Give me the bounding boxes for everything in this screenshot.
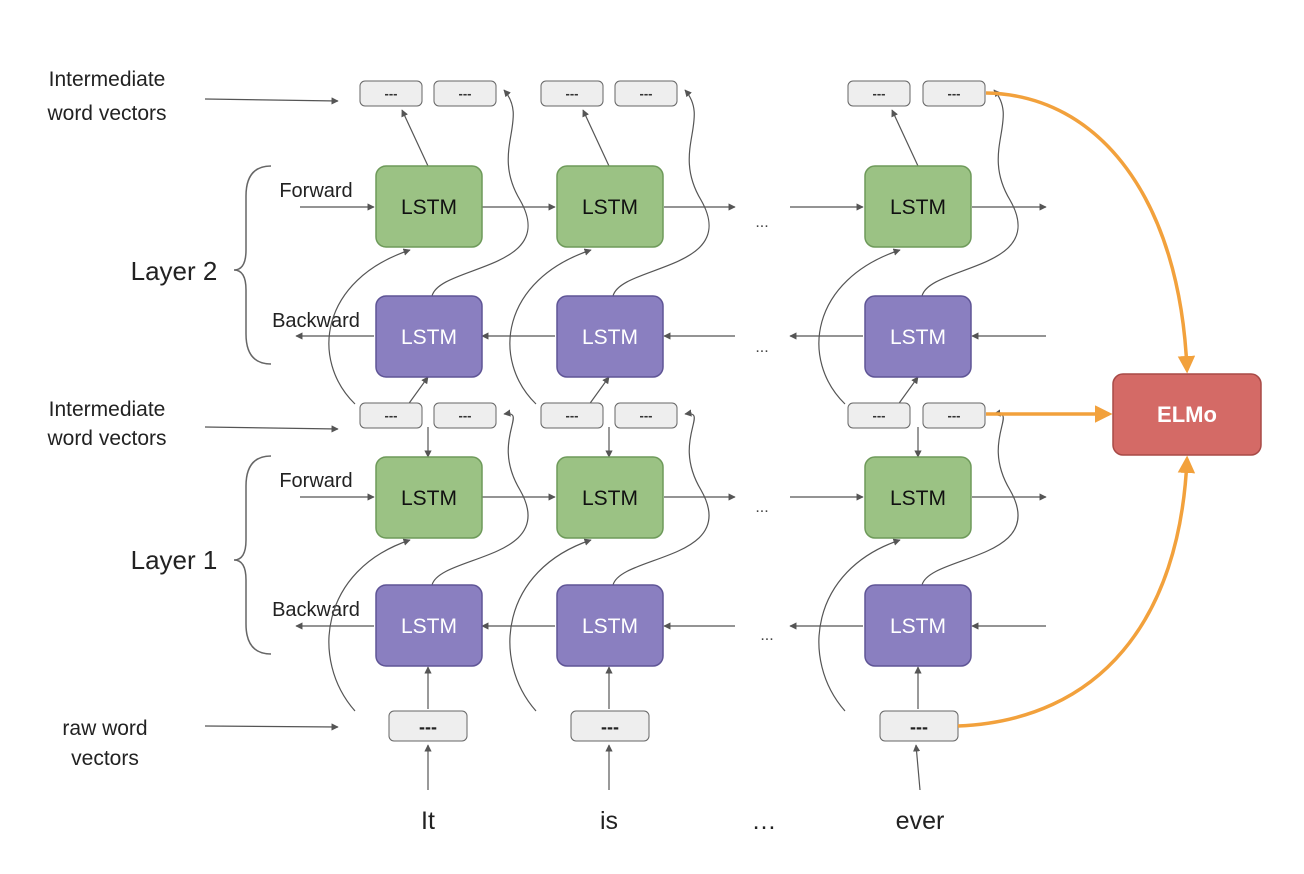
lstm-layer1-backward: LSTM bbox=[864, 584, 972, 667]
slot-mid-2: --- bbox=[614, 402, 678, 429]
brace-layer1 bbox=[233, 455, 272, 655]
svg-text:LSTM: LSTM bbox=[582, 196, 638, 219]
forward-label-layer2: Forward bbox=[279, 180, 352, 202]
slot-mid-2: --- bbox=[922, 402, 986, 429]
forward-label-layer1: Forward bbox=[279, 470, 352, 492]
elmo-arrows bbox=[957, 91, 1196, 728]
ellipsis-layer2-backward: ... bbox=[755, 339, 768, 356]
raw-line1: raw word bbox=[62, 717, 147, 740]
slot-top-1: --- bbox=[540, 80, 604, 107]
brace-layer2 bbox=[233, 165, 272, 365]
svg-text:---: --- bbox=[948, 86, 961, 101]
lstm-layer2-forward: LSTM bbox=[864, 165, 972, 248]
raw-slot: --- bbox=[879, 710, 959, 742]
svg-text:---: --- bbox=[873, 86, 886, 101]
raw-slot: --- bbox=[570, 710, 650, 742]
svg-text:---: --- bbox=[873, 408, 886, 423]
backward-label-layer1: Backward bbox=[272, 599, 360, 621]
svg-text:LSTM: LSTM bbox=[890, 615, 946, 638]
svg-text:---: --- bbox=[910, 717, 928, 737]
svg-text:---: --- bbox=[566, 408, 579, 423]
vertical-arrows bbox=[401, 109, 922, 791]
ellipsis-layer2-forward: ... bbox=[755, 214, 768, 231]
svg-text:LSTM: LSTM bbox=[890, 196, 946, 219]
layer2-label: Layer 2 bbox=[131, 256, 218, 286]
svg-text:---: --- bbox=[385, 86, 398, 101]
label-intermediate-mid: Intermediate word vectors bbox=[46, 398, 166, 450]
svg-text:---: --- bbox=[601, 717, 619, 737]
svg-text:---: --- bbox=[459, 408, 472, 423]
intermediate-mid-line1: Intermediate bbox=[49, 398, 166, 421]
word-is: is bbox=[600, 807, 618, 835]
raw-slot: --- bbox=[388, 710, 468, 742]
lstm-layer1-forward: LSTM bbox=[556, 456, 664, 539]
elmo-label: ELMo bbox=[1157, 402, 1217, 427]
elmo-box: ELMo bbox=[1112, 373, 1262, 456]
column-is: --- --- LSTM LSTM --- --- LSTM LSTM --- … bbox=[540, 80, 678, 835]
svg-text:LSTM: LSTM bbox=[582, 326, 638, 349]
svg-text:---: --- bbox=[419, 717, 437, 737]
svg-text:LSTM: LSTM bbox=[890, 326, 946, 349]
svg-text:LSTM: LSTM bbox=[401, 487, 457, 510]
slot-top-2: --- bbox=[614, 80, 678, 107]
slot-top-2: --- bbox=[922, 80, 986, 107]
slot-mid-1: --- bbox=[359, 402, 423, 429]
word-ever: ever bbox=[896, 807, 945, 835]
svg-text:LSTM: LSTM bbox=[582, 487, 638, 510]
lstm-layer2-forward: LSTM bbox=[375, 165, 483, 248]
slot-mid-2: --- bbox=[433, 402, 497, 429]
ellipsis-layer1-backward: ... bbox=[760, 627, 773, 644]
intermediate-top-line1: Intermediate bbox=[49, 68, 166, 91]
label-raw-word-vectors: raw word vectors bbox=[62, 717, 147, 770]
word-ellipsis: … bbox=[752, 807, 777, 835]
word-it: It bbox=[421, 807, 435, 835]
layer1-label: Layer 1 bbox=[131, 545, 218, 575]
raw-line2: vectors bbox=[71, 747, 139, 770]
label-intermediate-top: Intermediate word vectors bbox=[46, 68, 166, 125]
svg-text:---: --- bbox=[566, 86, 579, 101]
svg-text:---: --- bbox=[948, 408, 961, 423]
svg-text:---: --- bbox=[640, 408, 653, 423]
lstm-layer2-backward: LSTM bbox=[556, 295, 664, 378]
intermediate-mid-line2: word vectors bbox=[46, 427, 166, 450]
column-it: --- --- LSTM LSTM --- --- LSTM LSTM --- … bbox=[359, 80, 497, 835]
elmo-arrow-top bbox=[985, 91, 1196, 374]
svg-text:---: --- bbox=[385, 408, 398, 423]
horizontal-arrows bbox=[295, 203, 1047, 630]
svg-text:LSTM: LSTM bbox=[401, 196, 457, 219]
svg-text:LSTM: LSTM bbox=[401, 326, 457, 349]
svg-text:---: --- bbox=[459, 86, 472, 101]
lstm-layer1-backward: LSTM bbox=[375, 584, 483, 667]
label-pointer-arrows bbox=[204, 97, 339, 731]
lstm-layer1-backward: LSTM bbox=[556, 584, 664, 667]
svg-text:---: --- bbox=[640, 86, 653, 101]
slot-top-1: --- bbox=[359, 80, 423, 107]
column-ever: --- --- LSTM LSTM --- --- LSTM LSTM --- … bbox=[847, 80, 986, 835]
lstm-layer2-backward: LSTM bbox=[864, 295, 972, 378]
elmo-arrow-bottom bbox=[957, 455, 1196, 728]
intermediate-top-line2: word vectors bbox=[46, 102, 166, 125]
lstm-layer2-backward: LSTM bbox=[375, 295, 483, 378]
slot-top-1: --- bbox=[847, 80, 911, 107]
lstm-layer1-forward: LSTM bbox=[375, 456, 483, 539]
svg-text:LSTM: LSTM bbox=[401, 615, 457, 638]
slot-mid-1: --- bbox=[847, 402, 911, 429]
svg-text:LSTM: LSTM bbox=[582, 615, 638, 638]
slot-top-2: --- bbox=[433, 80, 497, 107]
svg-text:LSTM: LSTM bbox=[890, 487, 946, 510]
lstm-layer2-forward: LSTM bbox=[556, 165, 664, 248]
ellipsis-layer1-forward: ... bbox=[755, 499, 768, 516]
curved-arrows bbox=[328, 89, 1019, 712]
lstm-layer1-forward: LSTM bbox=[864, 456, 972, 539]
backward-label-layer2: Backward bbox=[272, 310, 360, 332]
slot-mid-1: --- bbox=[540, 402, 604, 429]
